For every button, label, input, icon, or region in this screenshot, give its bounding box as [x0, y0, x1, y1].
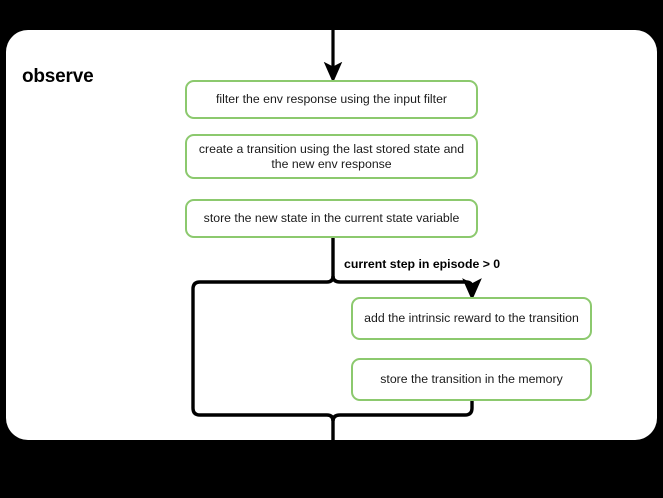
- node-add-intrinsic-reward[interactable]: add the intrinsic reward to the transiti…: [351, 297, 592, 340]
- node-filter-env-response[interactable]: filter the env response using the input …: [185, 80, 478, 119]
- node-create-transition[interactable]: create a transition using the last store…: [185, 134, 478, 179]
- group-title-observe: observe: [22, 66, 94, 87]
- node-store-transition-memory[interactable]: store the transition in the memory: [351, 358, 592, 401]
- node-store-new-state[interactable]: store the new state in the current state…: [185, 199, 478, 238]
- edge-label-condition: current step in episode > 0: [344, 257, 501, 271]
